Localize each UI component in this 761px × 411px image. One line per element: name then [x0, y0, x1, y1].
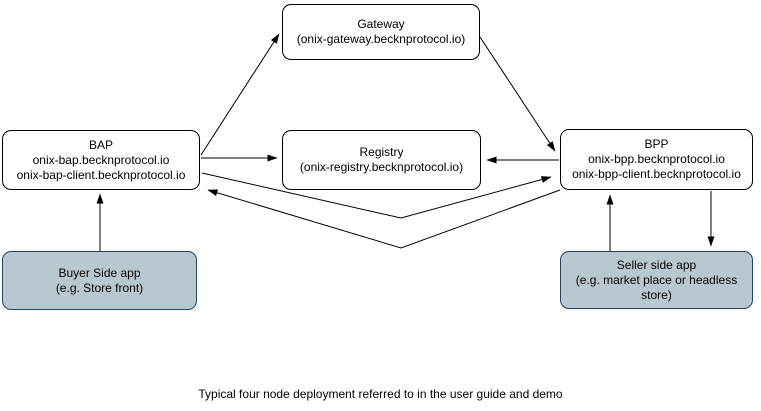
node-seller-title: Seller side app — [616, 257, 697, 272]
node-seller-subtitle: (e.g. market place or headless store) — [575, 272, 738, 302]
node-buyer-side-app: Buyer Side app (e.g. Store front) — [2, 251, 197, 310]
node-gateway: Gateway (onix-gateway.becknprotocol.io) — [282, 4, 480, 60]
node-gateway-title: Gateway — [357, 17, 405, 31]
node-bap: BAP onix-bap.becknprotocol.io onix-bap-c… — [2, 130, 200, 190]
node-registry: Registry (onix-registry.becknprotocol.io… — [282, 130, 481, 190]
node-bap-title: BAP — [88, 137, 113, 152]
node-bpp-line1: onix-bpp.becknprotocol.io — [588, 152, 725, 166]
node-buyer-title: Buyer Side app — [58, 265, 141, 280]
node-gateway-subtitle: (onix-gateway.becknprotocol.io) — [296, 32, 466, 46]
node-seller-side-app: Seller side app (e.g. market place or he… — [560, 251, 753, 309]
edge-gateway-to-bpp — [479, 36, 556, 152]
node-bap-line2: onix-bap-client.becknprotocol.io — [16, 167, 186, 182]
node-buyer-subtitle: (e.g. Store front) — [55, 280, 144, 295]
diagram-caption: Typical four node deployment referred to… — [198, 387, 563, 401]
edge-bap-to-gateway — [200, 33, 280, 156]
edge-bpp-to-bap — [207, 189, 561, 249]
node-bap-line1: onix-bap.becknprotocol.io — [32, 152, 170, 167]
node-registry-title: Registry — [359, 145, 404, 159]
node-bpp-title: BPP — [644, 137, 669, 151]
node-bpp: BPP onix-bpp.becknprotocol.io onix-bpp-c… — [560, 129, 753, 190]
node-bpp-line2: onix-bpp-client.becknprotocol.io — [572, 167, 741, 181]
node-registry-subtitle: (onix-registry.becknprotocol.io) — [299, 160, 464, 174]
